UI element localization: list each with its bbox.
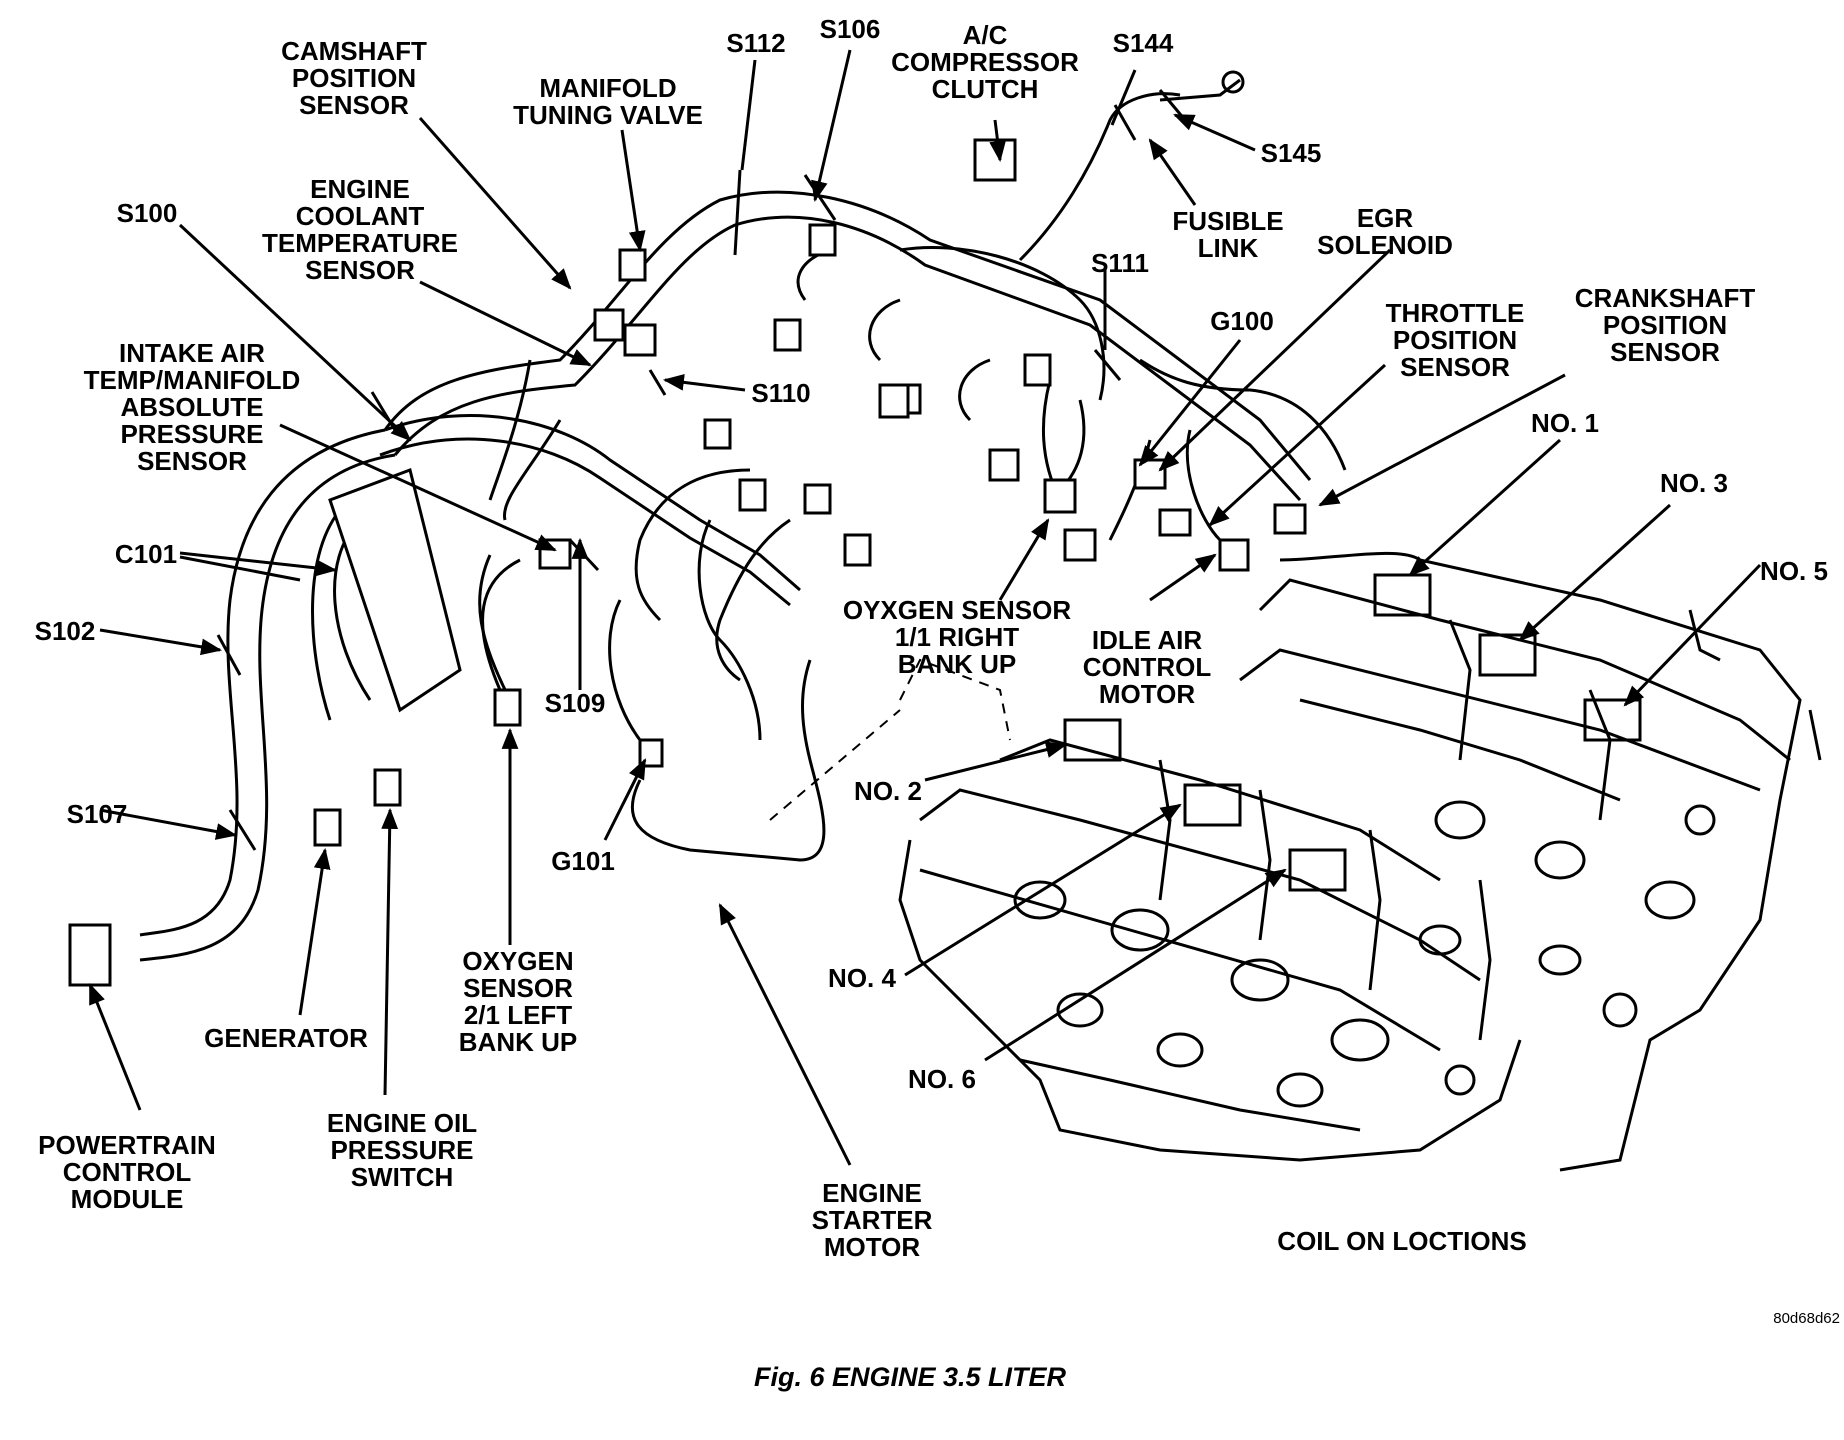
figure-caption: Fig. 6 ENGINE 3.5 LITER [753, 1362, 1067, 1392]
label-s109: S109 [544, 688, 606, 718]
label-coil-no2: NO. 2 [854, 776, 922, 806]
label-s110: S110 [751, 378, 811, 408]
label-g101: G101 [551, 846, 615, 876]
label-coil-no3: NO. 3 [1660, 468, 1728, 498]
connectors [68, 70, 1307, 987]
label-s100: S100 [116, 198, 178, 228]
label-s106: S106 [819, 14, 881, 44]
figure-code: 80d68d62 [1773, 1310, 1840, 1327]
label-coil-no5: NO. 5 [1760, 556, 1828, 586]
label-generator: GENERATOR [204, 1023, 368, 1053]
leader-arrows [88, 49, 1762, 1166]
label-s144: S144 [1112, 28, 1174, 58]
label-c101: C101 [114, 539, 178, 569]
engine-block [769, 551, 1822, 1172]
label-s102: S102 [34, 616, 96, 646]
wiring-harness [139, 78, 1347, 962]
label-s145: S145 [1260, 138, 1322, 168]
label-s112: S112 [726, 28, 786, 58]
label-coil-on-locations: COIL ON LOCTIONS [1277, 1226, 1527, 1256]
label-coil-no4: NO. 4 [828, 963, 896, 993]
label-coil-no1: NO. 1 [1531, 408, 1599, 438]
label-coil-no6: NO. 6 [908, 1064, 976, 1094]
label-s107: S107 [66, 799, 128, 829]
label-s111: S111 [1091, 248, 1149, 278]
label-g100: G100 [1210, 306, 1274, 336]
